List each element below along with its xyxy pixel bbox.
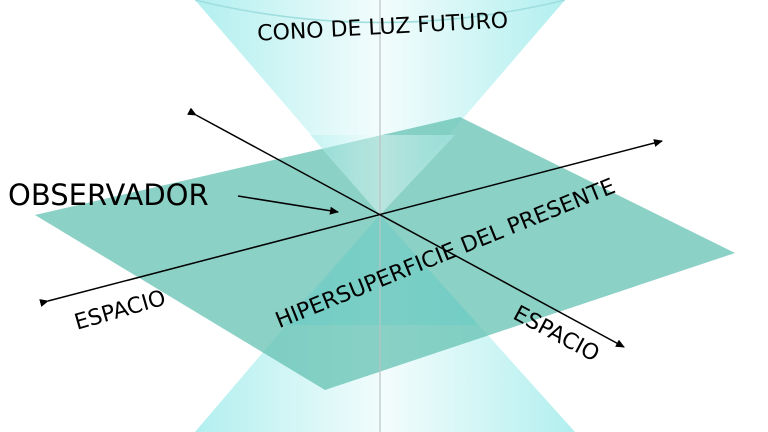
space-axis-depth	[187, 107, 625, 348]
observer-label: OBSERVADOR	[8, 178, 209, 212]
observer-pointer	[237, 195, 339, 215]
space-label-left: ESPACIO	[72, 286, 169, 336]
